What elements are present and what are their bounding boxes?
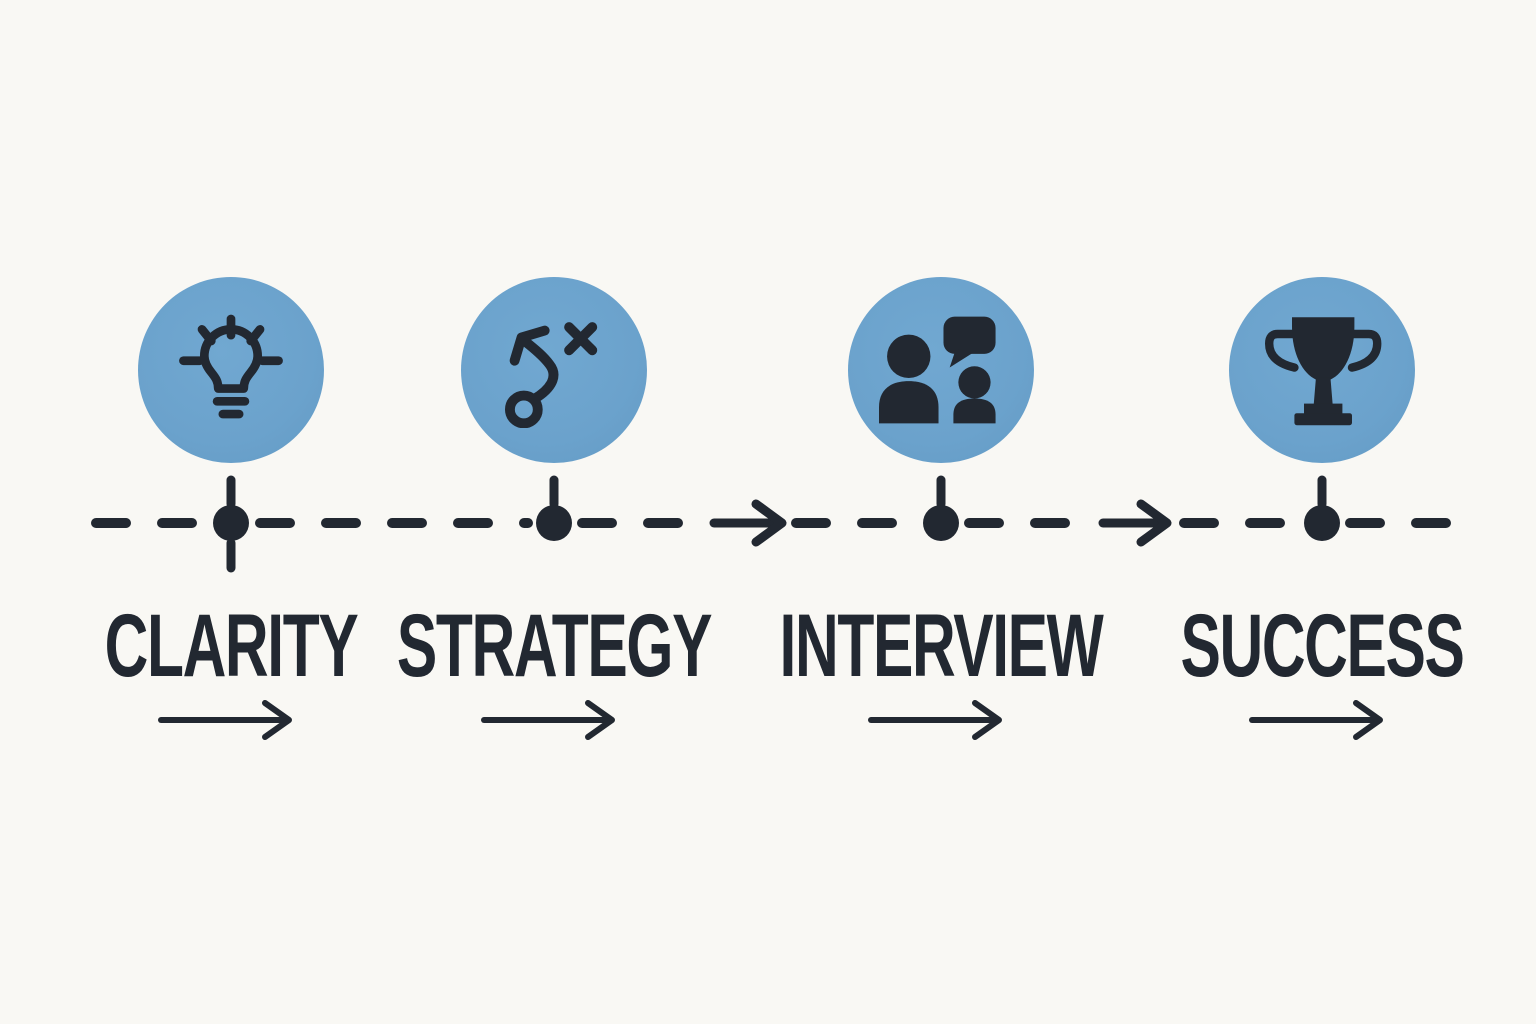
- stage-circle: [1229, 277, 1415, 463]
- stage-circle: [848, 277, 1034, 463]
- stage-label: CLARITY: [104, 595, 359, 695]
- node-tick: [226, 475, 1327, 573]
- lightbulb-icon: [179, 314, 283, 419]
- conversation-icon: [879, 316, 996, 424]
- timeline-node: [213, 505, 1340, 541]
- stage-label: INTERVIEW: [779, 595, 1104, 695]
- stage-circle: [461, 277, 647, 463]
- forward-arrow-icon: [868, 700, 1002, 740]
- strategy-icon: [504, 322, 598, 428]
- forward-arrow-icon: [158, 700, 292, 740]
- forward-arrow-icon: [1249, 700, 1383, 740]
- stage-label: STRATEGY: [396, 595, 713, 695]
- timeline-arrow-icon: [709, 499, 787, 547]
- timeline-arrow-icon: [1098, 499, 1172, 547]
- trophy-icon: [1265, 317, 1382, 426]
- forward-arrow-icon: [481, 700, 615, 740]
- stage-label: SUCCESS: [1180, 595, 1464, 695]
- stage-circle: [138, 277, 324, 463]
